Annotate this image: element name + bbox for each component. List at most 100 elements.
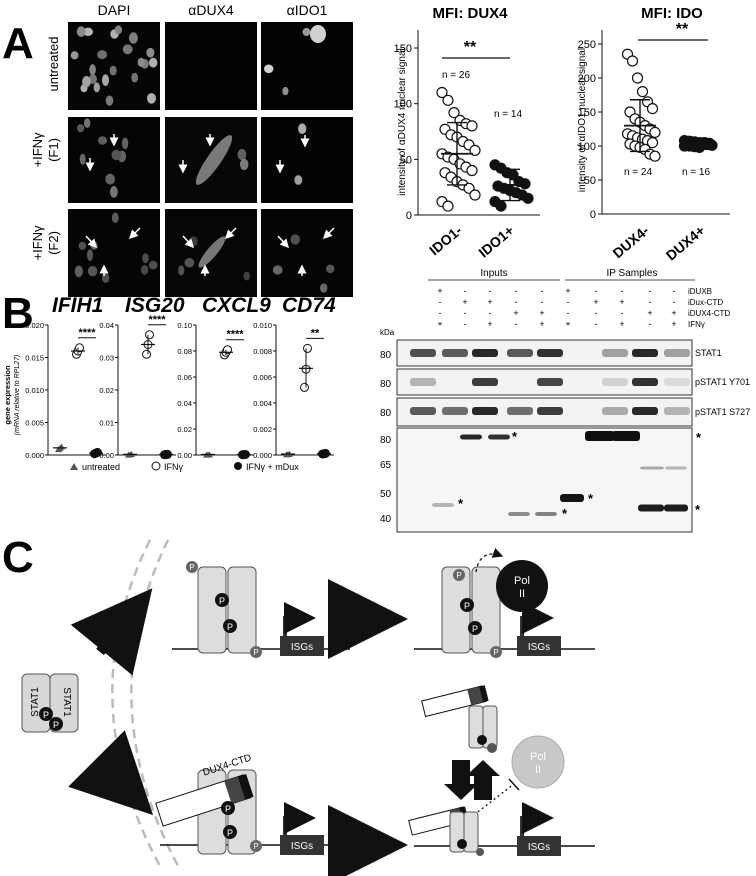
nucleus	[83, 27, 93, 36]
phospho-tl-2-label: P	[219, 596, 225, 606]
data-point	[626, 55, 639, 67]
phospho-tr-4	[490, 646, 502, 658]
blot-condition-mark: -	[649, 319, 652, 329]
blot-band	[612, 431, 640, 441]
blot-band	[602, 378, 628, 386]
phospho-bl-2	[223, 825, 237, 839]
phospho-bl-3-label: P	[253, 842, 258, 851]
panel-a-label: A	[2, 19, 34, 68]
phospho-tl-1-label: P	[189, 563, 194, 572]
y-tick-label: 0	[590, 209, 596, 221]
mfi-ido-significance: **	[676, 21, 689, 38]
phospho-tl-1	[186, 561, 198, 573]
nucleus	[147, 93, 156, 104]
micrograph-grid: DAPI αDUX4 αIDO1 untreated +IFNγ (F1) +I…	[30, 2, 353, 297]
data-point	[646, 102, 659, 115]
col-label-dux4: αDUX4	[188, 2, 234, 18]
blot-condition-mark: +	[487, 319, 492, 329]
isgs-box-bl	[280, 835, 324, 855]
blot-band	[537, 349, 563, 357]
col-label-ido1: αIDO1	[287, 2, 328, 18]
qpcr-y-tick-label: 0.02	[177, 425, 192, 434]
nucleus	[101, 273, 110, 283]
blot-marker-40: 40	[380, 514, 392, 525]
blot-condition-mark: -	[595, 308, 598, 318]
blot-condition-mark: -	[567, 297, 570, 307]
isgs-label-tl: ISGs	[291, 642, 313, 653]
nucleus	[88, 74, 97, 85]
phospho-br-2	[476, 848, 484, 856]
phospho-free-2-label: P	[53, 720, 59, 730]
legend-marker-ifng	[151, 461, 161, 471]
data-point	[466, 164, 478, 177]
dux4-ctd-bound-end	[237, 773, 254, 800]
blot-condition-label: iDUX4-CTD	[688, 309, 730, 318]
inhibition-line	[469, 783, 515, 819]
blot-condition-mark: -	[464, 308, 467, 318]
blot-asterisk: *	[695, 502, 701, 517]
stat1-tl-right	[227, 566, 257, 654]
gene-title-isg20: ISG20	[125, 294, 185, 317]
blot-condition-mark: -	[673, 286, 676, 296]
nucleus	[78, 241, 87, 250]
blot-band	[442, 349, 468, 357]
blot-band	[472, 407, 498, 415]
phospho-tl-4-label: P	[253, 648, 258, 657]
blot-condition-label: iDux-CTD	[688, 298, 723, 307]
recruitment-arrow	[475, 548, 504, 573]
blot-condition-mark: -	[567, 308, 570, 318]
membrane-inner	[130, 539, 180, 867]
blot-condition-mark: +	[565, 286, 570, 296]
qpcr-y-tick-label: 0.002	[253, 425, 272, 434]
blot-band	[664, 407, 690, 415]
stat1-label-left: STAT1	[30, 687, 41, 717]
phospho-bl-3	[250, 840, 262, 852]
panel-c-label: C	[2, 533, 34, 582]
nucleus	[148, 260, 158, 270]
nucleus	[272, 265, 283, 275]
blot-condition-mark: -	[489, 308, 492, 318]
arrow-to-inhibition	[68, 730, 154, 816]
blot-condition-mark: +	[462, 297, 467, 307]
data-point	[631, 72, 644, 84]
nucleus	[320, 283, 328, 293]
mfi-ido-n-dux4pos: n = 16	[682, 167, 711, 178]
nucleus	[84, 118, 91, 128]
qpcr-significance: ****	[226, 329, 244, 341]
qpcr-y-tick-label: 0.015	[25, 354, 44, 363]
arrow-pointer-icon	[277, 235, 290, 249]
blot-band	[560, 494, 584, 502]
nucleus	[89, 64, 96, 76]
nucleus	[97, 136, 108, 145]
legend-ifng-mdux: IFNγ + mDux	[246, 462, 299, 472]
phospho-mr-1	[477, 735, 487, 745]
y-tick-label: 200	[578, 73, 596, 85]
qpcr-significance: **	[311, 327, 320, 339]
micrograph-untreated-ido1	[261, 22, 353, 110]
blot-band	[585, 431, 615, 441]
nucleus	[178, 265, 185, 276]
blot-condition-mark: +	[539, 319, 544, 329]
mfi-ido-cat-dux4pos: DUX4+	[663, 222, 708, 264]
blot-band	[507, 349, 533, 357]
nucleus	[87, 249, 93, 261]
dux4-ctd-bound-tail	[224, 776, 245, 804]
data-point	[448, 106, 460, 119]
nucleus	[142, 253, 149, 264]
qpcr-y-tick-label: 0.10	[177, 321, 192, 330]
arrow-to-activation	[70, 588, 153, 676]
qpcr-y-tick-label: 0.04	[99, 321, 114, 330]
stat1-tl-left	[197, 566, 227, 654]
blot-condition-mark: +	[437, 286, 442, 296]
blot-band	[665, 466, 687, 470]
pol-ii-inhibited-label-2: II	[535, 764, 541, 776]
isgs-label-br: ISGs	[528, 842, 550, 853]
qpcr-y-tick-label: 0.02	[99, 386, 114, 395]
blot-band	[442, 407, 468, 415]
blot-condition-mark: -	[649, 297, 652, 307]
blot-condition-mark: -	[464, 319, 467, 329]
y-tick-label: 100	[578, 141, 596, 153]
phospho-tr-3-label: P	[472, 624, 478, 634]
isgs-label-tr: ISGs	[528, 642, 550, 653]
micrograph-f1-ido1	[261, 117, 353, 203]
